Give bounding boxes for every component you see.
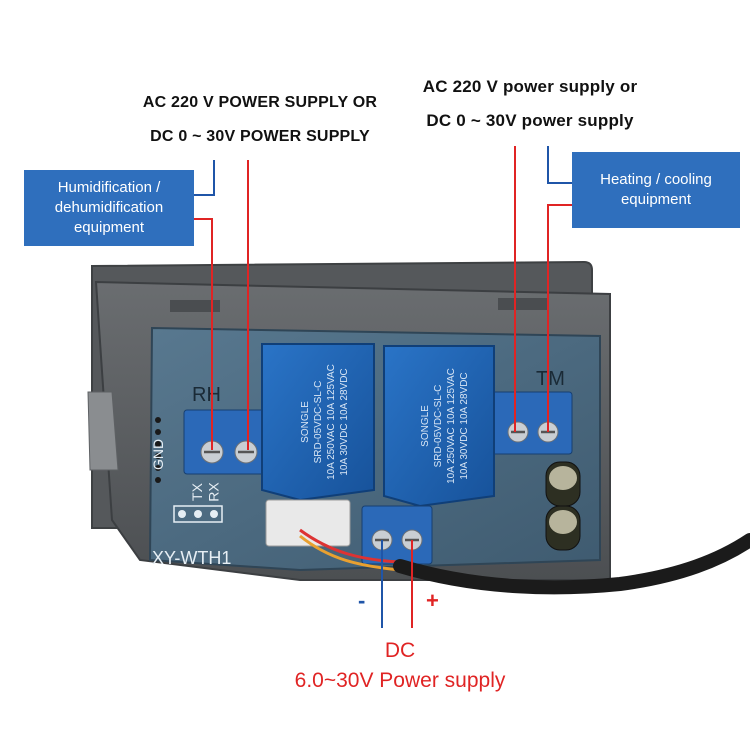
relay-left-text: SONGLE SRD-05VDC-SL-C 10A 250VAC 10A 125… [299, 347, 351, 497]
heating-cooling-equipment-box: Heating / cooling equipment [572, 152, 740, 228]
sensor-cable [393, 533, 750, 595]
humidification-equipment-box: Humidification / dehumidification equipm… [24, 170, 194, 246]
relay-right-text: SONGLE SRD-05VDC-SL-C 10A 250VAC 10A 125… [419, 351, 471, 501]
wire-left-box-vertical [211, 218, 213, 450]
wire-right-box-vertical [547, 146, 549, 184]
left-power-supply-label: AC 220 V POWER SUPPLY OR DC 0 ~ 30V POWE… [70, 86, 450, 154]
tm-terminal-block [491, 391, 573, 455]
relay-right-rating-1: 10A 250VAC 10A 125VAC [446, 368, 457, 484]
dc-supply-line1: DC [384, 639, 416, 662]
left-power-supply-line2: DC 0 ~ 30V POWER SUPPLY [150, 128, 370, 145]
relay-right-rating-2: 10A 30VDC 10A 28VDC [459, 372, 470, 480]
heating-box-line2: equipment [620, 191, 692, 208]
dc-supply-line2: 6.0~30V Power supply [294, 669, 506, 692]
header-pins [155, 417, 161, 483]
relay-right [383, 345, 495, 508]
board-model-label: XY-WTH1 [152, 548, 232, 568]
wire-right-box-lower-v [547, 204, 549, 432]
dc-terminal-block [361, 505, 433, 565]
pin-tx-label: TX [188, 483, 205, 501]
top-clip-right [498, 298, 548, 310]
pin-gnd-label: GND [150, 438, 166, 470]
relay-right-model: SRD-05VDC-SL-C [433, 384, 444, 468]
relay-left-rating-1: 10A 250VAC 10A 125VAC [326, 364, 337, 480]
rh-terminal-block [183, 409, 269, 475]
side-clip [87, 391, 119, 471]
sensor-connector [265, 499, 351, 547]
wire-left-box-horizontal [194, 218, 212, 220]
uart-pads [173, 505, 223, 523]
pin-rx-label: RX [205, 482, 222, 502]
polarity-minus: - [358, 588, 366, 613]
wire-right-box-h [547, 182, 572, 184]
board-tm-label: TM [536, 368, 565, 390]
capacitors [545, 461, 581, 551]
board-rh-label: RH [192, 384, 221, 406]
humidification-box-line1: Humidification / [57, 179, 161, 196]
relay-left [261, 343, 375, 502]
humidification-box-line3: equipment [73, 219, 145, 236]
wire-left-box-top [213, 160, 215, 196]
wire-dc-minus [381, 540, 383, 628]
uart-pin-labels: GND [150, 390, 166, 470]
wire-left-box-top-h [194, 194, 215, 196]
right-power-supply-line1: AC 220 V power supply or [422, 77, 638, 96]
wire-left-supply [247, 160, 249, 450]
wire-right-supply [514, 146, 516, 432]
relay-left-brand: SONGLE [300, 401, 311, 443]
polarity-plus: + [426, 588, 439, 613]
right-power-supply-label: AC 220 V power supply or DC 0 ~ 30V powe… [380, 70, 680, 138]
top-clip-left [170, 300, 220, 312]
relay-left-model: SRD-05VDC-SL-C [313, 380, 324, 464]
relay-left-rating-2: 10A 30VDC 10A 28VDC [339, 368, 350, 476]
humidification-box-line2: dehumidification [54, 199, 164, 216]
sensor-wires [299, 534, 401, 572]
right-power-supply-line2: DC 0 ~ 30V power supply [426, 111, 634, 130]
left-power-supply-line1: AC 220 V POWER SUPPLY OR [142, 94, 378, 111]
wire-right-box-lower-h [547, 204, 572, 206]
heating-box-line1: Heating / cooling [600, 171, 712, 188]
dc-supply-label: DC 6.0~30V Power supply [240, 636, 560, 696]
relay-right-brand: SONGLE [420, 405, 431, 447]
wire-dc-plus [411, 540, 413, 628]
